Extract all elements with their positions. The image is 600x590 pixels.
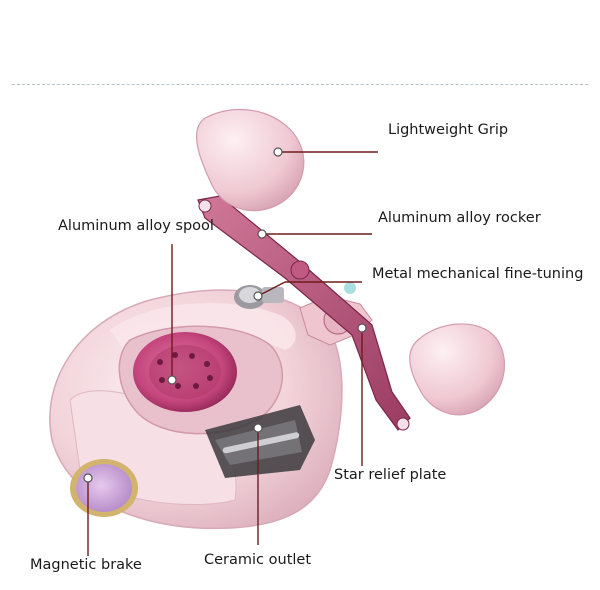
upper-handle-knob (195, 108, 305, 212)
callout-rocker: Aluminum alloy rocker (378, 210, 541, 226)
callout-outlet: Ceramic outlet (204, 552, 312, 568)
callout-dot-fine-tuning (253, 291, 263, 301)
callout-spool: Aluminum alloy spool (58, 218, 214, 234)
lower-handle-knob (409, 323, 505, 416)
callout-dot-star-plate (357, 323, 367, 333)
spool-graphic (133, 332, 237, 412)
magnetic-brake-graphic (70, 459, 138, 517)
top-divider-line (12, 84, 588, 85)
callout-fine-tuning: Metal mechanical fine-tuning (372, 266, 584, 282)
callout-dot-grip (273, 147, 283, 157)
callout-dot-brake (83, 473, 93, 483)
callout-grip: Lightweight Grip (388, 122, 509, 138)
handle-arm-graphic (197, 195, 411, 431)
callout-brake: Magnetic brake (30, 557, 142, 573)
callout-dot-rocker (257, 229, 267, 239)
callout-dot-spool (167, 375, 177, 385)
callout-dots (83, 147, 367, 483)
callout-star-plate: Star relief plate (334, 467, 447, 483)
callout-dot-outlet (253, 423, 263, 433)
leader-line-fine-tuning-a (257, 281, 286, 297)
leader-lines (87, 151, 378, 556)
